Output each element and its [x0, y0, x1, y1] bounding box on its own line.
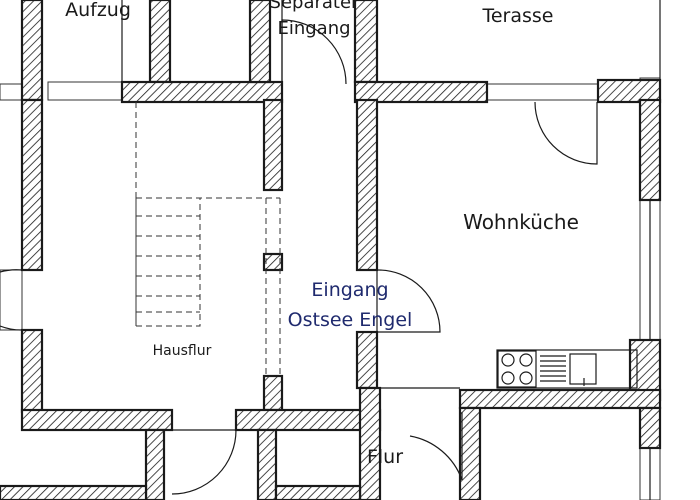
door-wohnkueche-swing — [534, 101, 598, 165]
wall-lower-right-horizontal — [458, 388, 662, 410]
wall-wohnkueche-left-top — [355, 98, 379, 272]
door-separater-swing — [281, 19, 347, 85]
label-eingang-1: Eingang — [311, 279, 388, 301]
room-labels: Aufzug Separater Eingang Terasse Wohnküc… — [65, 0, 579, 468]
label-separater-2: Eingang — [277, 18, 350, 39]
wall-lower-left-return — [144, 428, 166, 500]
window-hausflur-left — [0, 269, 23, 331]
stove-burner-4 — [519, 371, 533, 385]
drainboard — [540, 355, 566, 382]
wall-aufzug-right — [148, 0, 172, 84]
wall-hausflur-inner-low — [262, 374, 284, 412]
staircase — [135, 102, 281, 376]
wall-bottom-strip-a — [0, 484, 148, 500]
door-hausflur-left-swing — [0, 269, 23, 273]
doors — [0, 19, 598, 495]
wall-hausflur-inner-mid — [262, 252, 284, 272]
sink-basin — [569, 353, 597, 385]
wall-lower-flur-left — [256, 428, 278, 500]
walls — [0, 0, 662, 500]
wall-top-right — [353, 80, 489, 104]
label-wohnkueche: Wohnküche — [463, 210, 579, 234]
wall-wohnkueche-left-low — [355, 330, 379, 390]
wall-top-far-right — [596, 78, 662, 104]
label-aufzug: Aufzug — [65, 0, 131, 21]
label-terasse: Terasse — [481, 5, 553, 27]
label-separater-1: Separater — [270, 0, 360, 13]
counter-outline — [496, 349, 638, 389]
stove-burner-1 — [501, 353, 515, 367]
stair-steps — [135, 197, 201, 327]
wall-bottom-mid — [234, 408, 382, 432]
label-eingang-2: Ostsee Engel — [288, 309, 413, 331]
thin-lines — [121, 0, 661, 500]
label-flur: Flur — [367, 446, 403, 468]
wall-left-low — [20, 328, 44, 414]
window-left-top — [0, 83, 23, 101]
label-hausflur: Hausflur — [153, 343, 212, 359]
window-aufzug — [47, 81, 123, 101]
wall-left-mid — [20, 98, 44, 272]
stove-burner-2 — [519, 353, 533, 367]
wall-bottom-left — [20, 408, 174, 432]
door-eingang-swing — [376, 269, 441, 333]
wall-hausflur-inner-top — [262, 98, 284, 192]
door-flur-swing — [409, 412, 463, 481]
wall-separater-left — [248, 0, 272, 84]
wall-bottom-strip-b — [274, 484, 362, 500]
wall-flur-left-col — [358, 386, 382, 500]
wall-right-bottom — [638, 406, 662, 450]
stove-burner-3 — [501, 371, 515, 385]
door-hausflur-left-swing-2 — [0, 325, 23, 331]
wall-top-left — [120, 80, 284, 104]
wall-flur-right — [458, 406, 482, 500]
window-terrace — [485, 83, 601, 101]
door-lower-swing — [171, 429, 237, 495]
wall-wohnkueche-right-top — [638, 98, 662, 202]
stove-outline — [497, 350, 537, 388]
wall-left-top — [20, 0, 44, 102]
kitchen-counter — [496, 349, 638, 389]
